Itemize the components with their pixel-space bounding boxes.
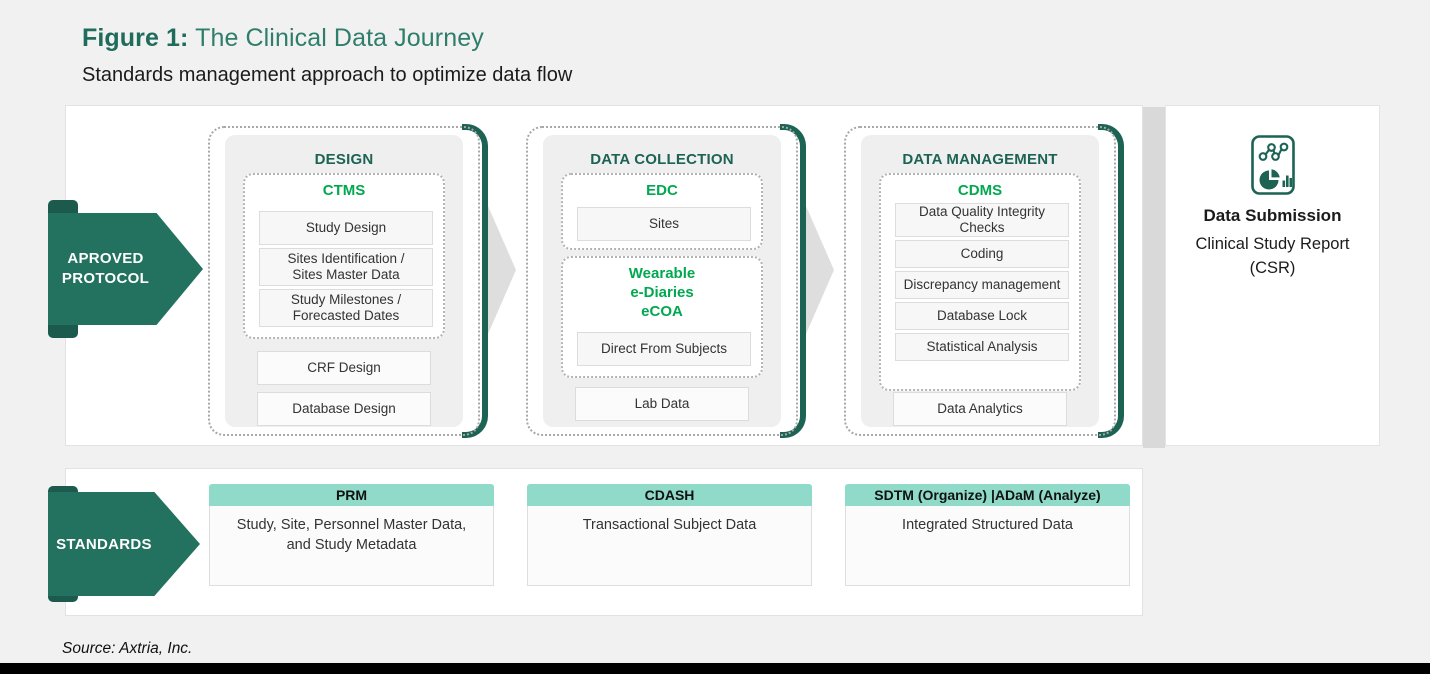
stage-card: DESIGN CTMS Study Design Sites Identific… — [225, 135, 463, 427]
standard-header: CDASH — [527, 484, 812, 506]
stage-title: DESIGN — [314, 151, 374, 168]
standard-card-cdash: CDASH Transactional Subject Data — [527, 484, 812, 586]
stage-bracket — [462, 124, 488, 438]
item-database-design[interactable]: Database Design — [257, 392, 431, 426]
panel-shadow — [1143, 107, 1165, 448]
standard-card-sdtm-adam: SDTM (Organize) |ADaM (Analyze) Integrat… — [845, 484, 1130, 586]
output-panel: Data Submission Clinical Study Report (C… — [1165, 105, 1380, 446]
standard-header: SDTM (Organize) |ADaM (Analyze) — [845, 484, 1130, 506]
stage-bracket — [1098, 124, 1124, 438]
standard-card-prm: PRM Study, Site, Personnel Master Data,a… — [209, 484, 494, 586]
standards-label: STANDARDS — [56, 535, 152, 553]
output-subtitle-line1: Clinical Study Report — [1195, 235, 1350, 253]
stage-bracket — [780, 124, 806, 438]
subgroup-title: CTMS — [322, 182, 366, 199]
stage-dotted-outline — [526, 126, 798, 436]
item-database-lock[interactable]: Database Lock — [895, 302, 1069, 330]
page-title: Figure 1: The Clinical Data Journey — [82, 24, 484, 53]
item-statistical-analysis[interactable]: Statistical Analysis — [895, 333, 1069, 361]
output-subtitle-line2: (CSR) — [1249, 259, 1296, 277]
item-lab-data[interactable]: Lab Data — [575, 387, 749, 421]
approved-protocol-label-line1: APROVED — [67, 250, 144, 267]
stage-title: DATA MANAGEMENT — [902, 151, 1058, 168]
approved-protocol-label-line2: PROTOCOL — [61, 270, 150, 287]
item-crf-design[interactable]: CRF Design — [257, 351, 431, 385]
stage-card: DATA MANAGEMENT CDMS Data Quality Integr… — [861, 135, 1099, 427]
subgroup-title: EDC — [646, 182, 678, 199]
item-sites[interactable]: Sites — [577, 207, 751, 241]
item-coding[interactable]: Coding — [895, 240, 1069, 268]
figure-subtitle: Standards management approach to optimiz… — [82, 64, 573, 86]
data-report-icon — [1250, 134, 1296, 201]
output-title: Data Submission — [1203, 206, 1342, 225]
subgroup-title: CDMS — [957, 182, 1003, 199]
stage-design: DESIGN CTMS Study Design Sites Identific… — [208, 124, 488, 438]
figure-number: Figure 1: — [82, 24, 189, 52]
item-sites-identification[interactable]: Sites Identification /Sites Master Data — [259, 248, 433, 286]
source-note: Source: Axtria, Inc. — [62, 640, 193, 657]
stage-data-management: DATA MANAGEMENT CDMS Data Quality Integr… — [844, 124, 1124, 438]
subgroup-edc: EDC Sites — [561, 173, 763, 250]
figure-title: The Clinical Data Journey — [195, 24, 484, 52]
item-discrepancy-management[interactable]: Discrepancy management — [895, 271, 1069, 299]
standard-body: Study, Site, Personnel Master Data,and S… — [209, 506, 494, 586]
stage-title: DATA COLLECTION — [590, 151, 734, 168]
item-study-design[interactable]: Study Design — [259, 211, 433, 245]
stage-dotted-outline — [844, 126, 1116, 436]
output-subtitle: Clinical Study Report (CSR) — [1166, 232, 1379, 280]
item-study-milestones[interactable]: Study Milestones /Forecasted Dates — [259, 289, 433, 327]
standard-body: Integrated Structured Data — [845, 506, 1130, 586]
item-data-analytics[interactable]: Data Analytics — [893, 392, 1067, 426]
bottom-bar — [0, 663, 1430, 674]
item-direct-from-subjects[interactable]: Direct From Subjects — [577, 332, 751, 366]
standard-body: Transactional Subject Data — [527, 506, 812, 586]
standard-header: PRM — [209, 484, 494, 506]
stage-dotted-outline — [208, 126, 480, 436]
subgroup-ctms: CTMS Study Design Sites Identification /… — [243, 173, 445, 339]
